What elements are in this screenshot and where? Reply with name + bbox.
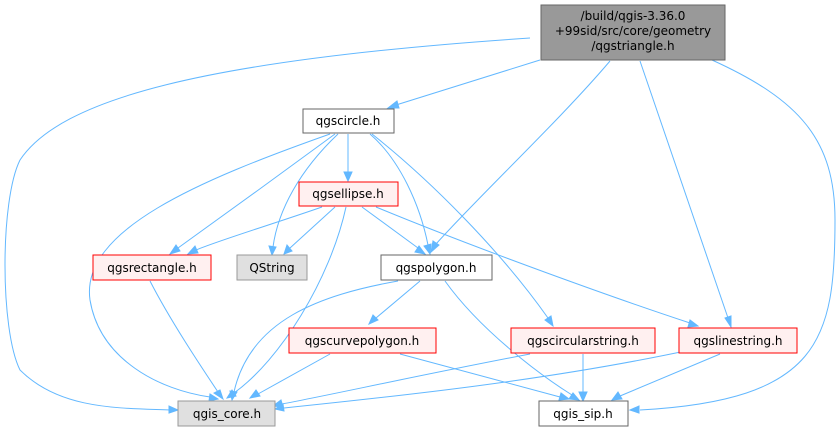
arrowhead-icon [168,244,181,255]
node-qstring[interactable]: QString [236,254,308,281]
arrowhead-icon [368,314,379,325]
node-label: QString [249,261,294,275]
node-qgspolygon[interactable]: qgspolygon.h [380,254,493,281]
edge-qgscircularstring-to-qgis-core [281,353,531,405]
node-label: qgis_core.h [193,407,261,421]
edge-root-to-qgis-sip [639,59,836,411]
node-label: qgspolygon.h [396,261,477,275]
node-box [540,4,726,61]
arrowhead-icon [610,391,623,401]
edge-qgspolygon-to-qgis-core [233,280,399,393]
edge-qgscircle-to-qgis-core [88,133,331,398]
node-qgscurvepolygon[interactable]: qgscurvepolygon.h [288,327,437,354]
node-box [177,400,276,427]
arrowhead-icon [558,392,571,401]
node-qgslinestring[interactable]: qgslinestring.h [678,327,798,354]
edge-qgspolygon-to-qgis-sip [444,280,573,396]
edge-qgsellipse-to-qgsrectangle [195,206,323,251]
arrowhead-icon [213,389,224,401]
node-label: qgscircularstring.h [527,334,639,348]
edge-qgslinestring-to-qgis-core [283,349,691,409]
edge-qgsellipse-to-qstring [289,206,336,249]
node-label: qgscircle.h [316,114,381,128]
arrowhead-icon [386,100,400,109]
node-label: /build/qgis-3.36.0 [581,9,686,23]
edge-qgsellipse-to-qgis-core [233,206,347,394]
arrowhead-icon [273,403,285,412]
node-root[interactable]: /build/qgis-3.36.0+99sid/src/core/geomet… [540,4,726,61]
node-box [302,108,395,134]
node-box [678,327,798,354]
edge-qgsellipse-to-qgspolygon [361,206,419,249]
edge-qgslinestring-to-qgis-sip [619,353,721,397]
edge-root-to-qgspolygon [435,60,611,245]
node-box [510,327,656,354]
edge-root-to-qgslinestring [639,60,729,319]
edge-qgscircle-to-qgscircularstring [371,133,549,319]
node-box [538,400,629,427]
edge-qgscircle-to-qgsrectangle [177,133,336,249]
node-qgis-core[interactable]: qgis_core.h [177,400,276,427]
node-label: qgis_sip.h [553,407,612,421]
node-label: /qgstriangle.h [591,39,674,53]
edges-layer [4,37,836,414]
arrowhead-icon [343,171,353,183]
arrowhead-icon [186,245,199,255]
nodes-layer: /build/qgis-3.36.0+99sid/src/core/geomet… [92,4,798,427]
arrowhead-icon [248,389,261,399]
edge-qgscircle-to-qgspolygon [369,133,429,246]
arrowhead-icon [423,243,432,256]
edge-root-to-qgis-core [4,37,531,411]
arrowhead-icon [268,245,277,257]
node-label: qgscurvepolygon.h [305,334,420,348]
edge-qgscurvepolygon-to-qgis-core [257,353,331,395]
arrowhead-icon [578,391,588,403]
node-qgis-sip[interactable]: qgis_sip.h [538,400,629,427]
edge-qgsellipse-to-qgslinestring [375,206,691,324]
node-label: qgslinestring.h [693,334,782,348]
arrowhead-icon [208,393,220,402]
node-box [380,254,493,281]
arrowhead-icon [687,319,700,328]
edge-qgscircle-to-qstring [272,133,339,248]
edge-qgscurvepolygon-to-qgis-sip [399,353,561,398]
node-box [288,327,437,354]
edge-qgsrectangle-to-qgis-core [149,280,219,393]
edge-root-to-qgscircle [395,59,541,106]
arrowhead-icon [168,405,180,414]
arrowhead-icon [544,315,554,328]
arrowhead-icon [628,405,640,414]
node-box [92,254,212,281]
arrowhead-icon [229,390,238,402]
node-qgsellipse[interactable]: qgsellipse.h [298,181,399,207]
node-qgscircle[interactable]: qgscircle.h [302,108,395,134]
node-qgsrectangle[interactable]: qgsrectangle.h [92,254,212,281]
arrowhead-icon [283,243,293,255]
node-box [236,254,308,281]
node-label: qgsellipse.h [312,187,384,201]
node-label: qgsrectangle.h [107,261,197,275]
node-label: +99sid/src/core/geometry [555,24,711,38]
node-box [298,181,399,207]
edge-qgspolygon-to-qgscurvepolygon [375,280,421,319]
arrowhead-icon [568,392,581,401]
arrowhead-icon [724,315,732,329]
arrowhead-icon [430,240,440,254]
node-qgscircularstring[interactable]: qgscircularstring.h [510,327,656,354]
arrowhead-icon [414,245,427,255]
